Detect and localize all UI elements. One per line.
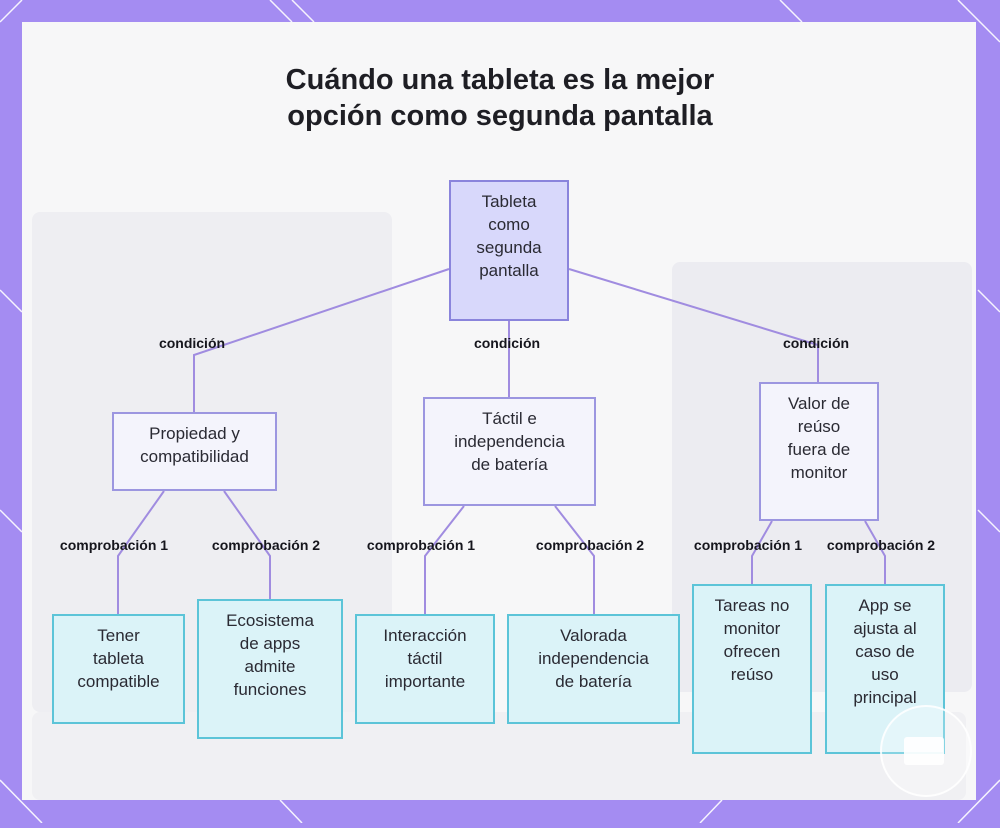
- node-line: caso de: [855, 642, 915, 661]
- node-line: Tareas no: [714, 596, 790, 615]
- check-node-1-1: Tener tableta compatible: [52, 614, 185, 724]
- condition-node-3: Valor de reúso fuera de monitor: [759, 382, 879, 521]
- check-label-2-1: comprobación 1: [366, 537, 476, 553]
- check-label-1-1: comprobación 1: [59, 537, 169, 553]
- condition-label-2: condición: [473, 335, 541, 351]
- node-line: Interacción: [383, 626, 467, 645]
- check-label-1-2: comprobación 2: [211, 537, 321, 553]
- check-node-3-1: Tareas no monitor ofrecen reúso: [692, 584, 812, 754]
- link-b3-check-2: [864, 520, 886, 584]
- node-line: táctil: [407, 649, 443, 668]
- condition-node-2: Táctil e independencia de batería: [423, 397, 596, 506]
- link-root-branch-3: [568, 268, 819, 382]
- root-line: segunda: [476, 238, 542, 257]
- link-b1-check-2: [223, 490, 271, 599]
- node-line: monitor: [723, 619, 781, 638]
- node-line: Valor de: [787, 394, 851, 413]
- node-line: App se: [858, 596, 912, 615]
- root-node: Tableta como segunda pantalla: [449, 180, 569, 321]
- check-label-3-2: comprobación 2: [826, 537, 936, 553]
- link-b1-check-1: [117, 490, 165, 614]
- node-line: importante: [384, 672, 466, 691]
- condition-node-1: Propiedad y compatibilidad: [112, 412, 277, 491]
- check-label-2-2: comprobación 2: [535, 537, 645, 553]
- title-line: Cuándo una tableta es la mejor: [285, 64, 715, 96]
- link-b2-check-1: [424, 505, 465, 614]
- node-line: compatibilidad: [140, 447, 249, 466]
- node-line: uso: [871, 665, 899, 684]
- node-line: Propiedad y: [149, 424, 240, 443]
- node-line: Valorada: [560, 626, 627, 645]
- node-line: de batería: [471, 455, 548, 474]
- diagram-title: Cuándo una tableta es la mejor opción co…: [0, 62, 1000, 134]
- node-line: Táctil e: [482, 409, 537, 428]
- check-label-3-1: comprobación 1: [693, 537, 803, 553]
- node-line: compatible: [77, 672, 160, 691]
- node-line: fuera de: [787, 440, 851, 459]
- node-line: admite: [244, 657, 296, 676]
- node-line: de apps: [239, 634, 301, 653]
- node-line: Ecosistema: [226, 611, 314, 630]
- link-root-branch-1: [193, 268, 450, 412]
- node-line: ajusta al: [853, 619, 917, 638]
- check-node-2-2: Valorada independencia de batería: [507, 614, 680, 724]
- condition-label-1: condición: [158, 335, 226, 351]
- node-line: monitor: [790, 463, 848, 482]
- node-line: reúso: [797, 417, 841, 436]
- node-line: independencia: [454, 432, 565, 451]
- node-line: de batería: [555, 672, 632, 691]
- node-line: reúso: [730, 665, 774, 684]
- check-node-1-2: Ecosistema de apps admite funciones: [197, 599, 343, 739]
- title-line: opción como segunda pantalla: [287, 100, 713, 132]
- watermark-logo-icon: [880, 705, 972, 797]
- condition-label-3: condición: [782, 335, 850, 351]
- node-line: funciones: [233, 680, 307, 699]
- node-line: independencia: [538, 649, 649, 668]
- node-line: principal: [853, 688, 917, 707]
- link-b3-check-1: [751, 520, 773, 584]
- root-line: pantalla: [479, 261, 539, 280]
- root-line: Tableta: [481, 192, 537, 211]
- node-line: tableta: [92, 649, 145, 668]
- root-line: como: [488, 215, 530, 234]
- node-line: Tener: [97, 626, 140, 645]
- node-line: ofrecen: [723, 642, 781, 661]
- link-b2-check-2: [554, 505, 595, 614]
- check-node-2-1: Interacción táctil importante: [355, 614, 495, 724]
